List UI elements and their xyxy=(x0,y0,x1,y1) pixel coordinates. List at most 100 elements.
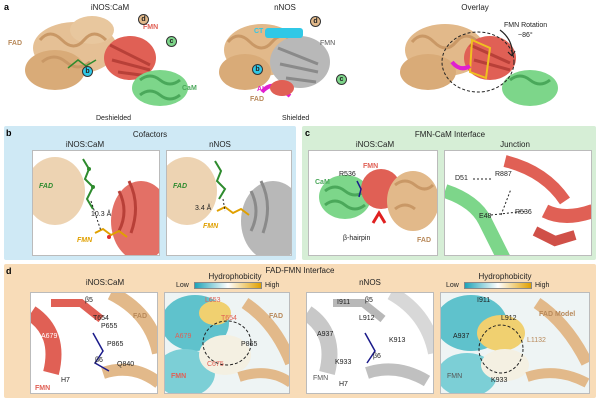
d2-a679: A679 xyxy=(175,333,192,340)
inos-fmn-label: FMN xyxy=(143,24,159,31)
d1-l653: L653 xyxy=(59,307,75,314)
d3-h7: H7 xyxy=(339,381,348,388)
hydro-legend-2-title: Hydrophobicity xyxy=(478,272,532,281)
nnos-fad-label: FAD xyxy=(250,96,264,103)
panel-c-fmn: FMN xyxy=(363,163,379,170)
panel-c-r887: R887 xyxy=(495,171,512,178)
panel-b-right-fad: FAD xyxy=(173,183,187,190)
d1-fmn: FMN xyxy=(35,385,51,392)
panel-c-fad: FAD xyxy=(417,237,431,244)
overlay-rotation-label: FMN Rotation xyxy=(504,22,548,29)
hydro-legend-2-high: High xyxy=(535,282,550,289)
d4-l912: L912 xyxy=(501,315,517,322)
hydro-legend-1-low: Low xyxy=(176,282,189,289)
d2-p865: P865 xyxy=(241,341,258,348)
d1-t654: T654 xyxy=(93,315,109,322)
panel-d-p2-pane: L653 T654 FAD A679 P865 C675 FMN xyxy=(164,292,290,394)
inos-marker-c: c xyxy=(166,36,177,47)
inos-cam-label: CaM xyxy=(182,85,197,92)
panel-b-right-fmn: FMN xyxy=(203,223,219,230)
panel-b-left-title: iNOS:CaM xyxy=(65,140,105,149)
nnos-al-label: AL xyxy=(257,86,267,93)
hydro-legend-2-bar xyxy=(464,282,532,289)
nnos-fmn-label: FMN xyxy=(320,40,336,47)
d4-fad-model: FAD Model xyxy=(539,311,576,318)
d1-c675: C675 xyxy=(61,361,78,368)
panel-a-letter: a xyxy=(4,2,10,12)
d3-k933: K933 xyxy=(335,359,352,366)
d4-fmn: FMN xyxy=(447,373,463,380)
nnos-marker-d: d xyxy=(310,16,321,27)
d4-a937: A937 xyxy=(453,333,470,340)
panel-c-left-title: iNOS:CaM xyxy=(355,140,395,149)
d3-a937: A937 xyxy=(317,331,334,338)
d1-b6: β6 xyxy=(95,357,103,364)
d1-p865: P865 xyxy=(107,341,124,348)
panel-d-p3-title: nNOS xyxy=(359,278,381,287)
nnos-ct-label: CT xyxy=(254,28,264,35)
inos-fad-label: FAD xyxy=(8,40,22,47)
d1-fad: FAD xyxy=(133,313,147,320)
d4-l1132: L1132 xyxy=(527,337,546,344)
d3-fmn: FMN xyxy=(313,375,329,382)
panel-d-p3-pane: I911 β5 L912 A937 K913 β6 K933 FMN H7 xyxy=(306,292,434,394)
hydro-legend-2-low: Low xyxy=(446,282,459,289)
panel-a-title-nnos: nNOS xyxy=(274,3,296,12)
d1-b5: β5 xyxy=(85,297,93,304)
panel-c-right-title: Junction xyxy=(500,140,530,149)
inos-marker-b: b xyxy=(82,66,93,77)
d3-b6: β6 xyxy=(373,353,381,360)
panel-c-left-r536: R536 xyxy=(339,171,356,178)
d1-p655: P655 xyxy=(101,323,118,330)
d2-l653: L653 xyxy=(205,297,221,304)
hydro-legend-1-high: High xyxy=(265,282,280,289)
d3-i911: I911 xyxy=(337,299,351,306)
d3-b5: β5 xyxy=(365,297,373,304)
panel-d-letter: d xyxy=(6,266,12,276)
panel-d-p1-pane: β5 L653 T654 P655 FAD A679 P865 β6 C675 … xyxy=(30,292,158,394)
inos-structure-drawing xyxy=(25,16,558,106)
nnos-state-label: Shielded xyxy=(282,115,310,122)
panel-b-left-distance: 10.3 Å xyxy=(91,211,112,218)
d1-a679: A679 xyxy=(41,333,58,340)
d2-fad: FAD xyxy=(269,313,283,320)
panel-b-letter: b xyxy=(6,128,12,138)
panel-c-cam: CaM xyxy=(315,179,330,186)
panel-c-d51: D51 xyxy=(455,175,468,182)
nnos-marker-b: b xyxy=(252,64,263,75)
panel-c-right-pane: D51 R887 E48 R536 xyxy=(444,150,592,256)
inos-state-label: Deshielded xyxy=(96,115,132,122)
d3-k913: K913 xyxy=(389,337,406,344)
panel-b-left-pane: FAD 10.3 Å FMN xyxy=(32,150,160,256)
panel-c-hairpin: β-hairpin xyxy=(343,235,371,242)
hydro-legend-1-bar xyxy=(194,282,262,289)
hydro-legend-1-title: Hydrophobicity xyxy=(208,272,262,281)
nnos-marker-c: c xyxy=(336,74,347,85)
panel-b-left-fmn: FMN xyxy=(77,237,93,244)
d2-c675: C675 xyxy=(207,361,224,368)
panel-a-title-inos: iNOS:CaM xyxy=(90,3,130,12)
panel-d-p1-title: iNOS:CaM xyxy=(85,278,125,287)
panel-b-right-title: nNOS xyxy=(209,140,231,149)
d2-fmn: FMN xyxy=(171,373,187,380)
panel-b-right-pane: FAD 3.4 Å FMN xyxy=(166,150,292,256)
panel-b-left-fad: FAD xyxy=(39,183,53,190)
panel-d-p4-pane: I911 FAD Model L912 A937 L1132 K933 FMN xyxy=(440,292,590,394)
d1-q840: Q840 xyxy=(117,361,135,368)
d2-t654: T654 xyxy=(221,315,237,322)
panel-c-title: FMN-CaM Interface xyxy=(414,130,486,139)
panel-c-left-pane: CaM R536 FMN β-hairpin FAD xyxy=(308,150,438,256)
d4-i911: I911 xyxy=(477,297,491,304)
panel-b-title: Cofactors xyxy=(132,130,168,139)
panel-a-title-overlay: Overlay xyxy=(461,3,489,12)
panel-c-letter: c xyxy=(305,128,311,138)
overlay-rotation-angle: ~86° xyxy=(518,32,533,39)
d4-k933: K933 xyxy=(491,377,508,384)
d3-l912: L912 xyxy=(359,315,375,322)
panel-d-title: FAD-FMN Interface xyxy=(265,266,335,275)
inos-marker-d: d xyxy=(138,14,149,25)
panel-c-right-r536: R536 xyxy=(515,209,532,216)
panel-b-right-distance: 3.4 Å xyxy=(195,205,212,212)
d1-h7: H7 xyxy=(61,377,70,384)
panel-c-e48: E48 xyxy=(479,213,492,220)
